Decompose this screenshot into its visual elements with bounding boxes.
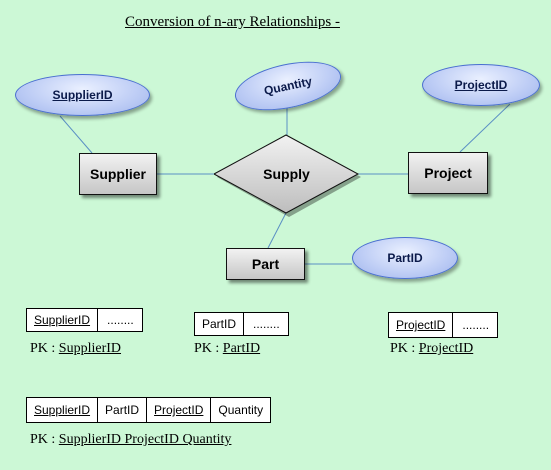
pk-value: ProjectID — [418, 341, 474, 356]
diagram-title: Conversion of n-ary Relationships - — [125, 14, 340, 30]
relationship-label: Supply — [263, 166, 310, 182]
table-part: PartID ........ — [194, 312, 289, 336]
entity-label: Supplier — [89, 166, 146, 182]
table-column: SupplierID — [27, 309, 99, 331]
pk-supply: PK : SupplierID ProjectID Quantity — [30, 432, 231, 448]
column-label: ........ — [462, 318, 490, 332]
column-label: ProjectID — [396, 318, 446, 332]
column-label: Quantity — [218, 403, 264, 417]
table-column: PartID — [195, 313, 245, 335]
attribute-projectid: ProjectID — [422, 64, 540, 106]
table-column: ProjectID — [147, 398, 212, 422]
entity-part: Part — [226, 248, 305, 280]
pk-prefix: PK : — [194, 341, 223, 356]
attribute-label: PartID — [387, 251, 423, 265]
column-label: PartID — [202, 317, 237, 331]
table-column: ........ — [453, 313, 497, 337]
table-column: ........ — [244, 313, 288, 335]
table-supplier: SupplierID ........ — [26, 308, 143, 332]
pk-value: PartID — [222, 341, 261, 356]
pk-prefix: PK : — [390, 341, 419, 356]
column-label: ProjectID — [154, 403, 204, 417]
relationship-supply: Supply — [214, 133, 361, 217]
column-label: SupplierID — [34, 403, 91, 417]
entity-label: Part — [251, 256, 280, 272]
table-column: ........ — [98, 309, 142, 331]
entity-supplier: Supplier — [79, 153, 157, 195]
pk-prefix: PK : — [30, 341, 59, 356]
attribute-supplierid: SupplierID — [15, 74, 150, 116]
column-label: ........ — [107, 313, 134, 327]
pk-prefix: PK : — [30, 432, 59, 447]
attribute-label: SupplierID — [52, 88, 113, 102]
table-supply: SupplierID PartID ProjectID Quantity — [26, 397, 272, 423]
line-projectid-project — [459, 103, 511, 153]
line-supplierid-supplier — [59, 115, 93, 154]
column-label: ........ — [253, 317, 280, 331]
table-column: PartID — [98, 398, 148, 422]
line-supply-part — [267, 210, 288, 249]
pk-value: SupplierID — [58, 341, 122, 356]
table-column: ProjectID — [389, 313, 454, 337]
attribute-label: Quantity — [262, 74, 314, 98]
pk-project: PK : ProjectID — [390, 341, 473, 357]
pk-supplier: PK : SupplierID — [30, 341, 121, 357]
pk-part: PK : PartID — [194, 341, 260, 357]
column-label: PartID — [105, 403, 140, 417]
pk-value: SupplierID ProjectID Quantity — [58, 432, 232, 447]
table-column: SupplierID — [27, 398, 99, 422]
attribute-label: ProjectID — [454, 78, 508, 92]
table-project: ProjectID ........ — [388, 312, 499, 338]
entity-label: Project — [424, 165, 472, 181]
column-label: SupplierID — [34, 313, 91, 327]
attribute-partid: PartID — [352, 237, 458, 279]
table-column: Quantity — [211, 398, 270, 422]
entity-project: Project — [408, 152, 488, 194]
